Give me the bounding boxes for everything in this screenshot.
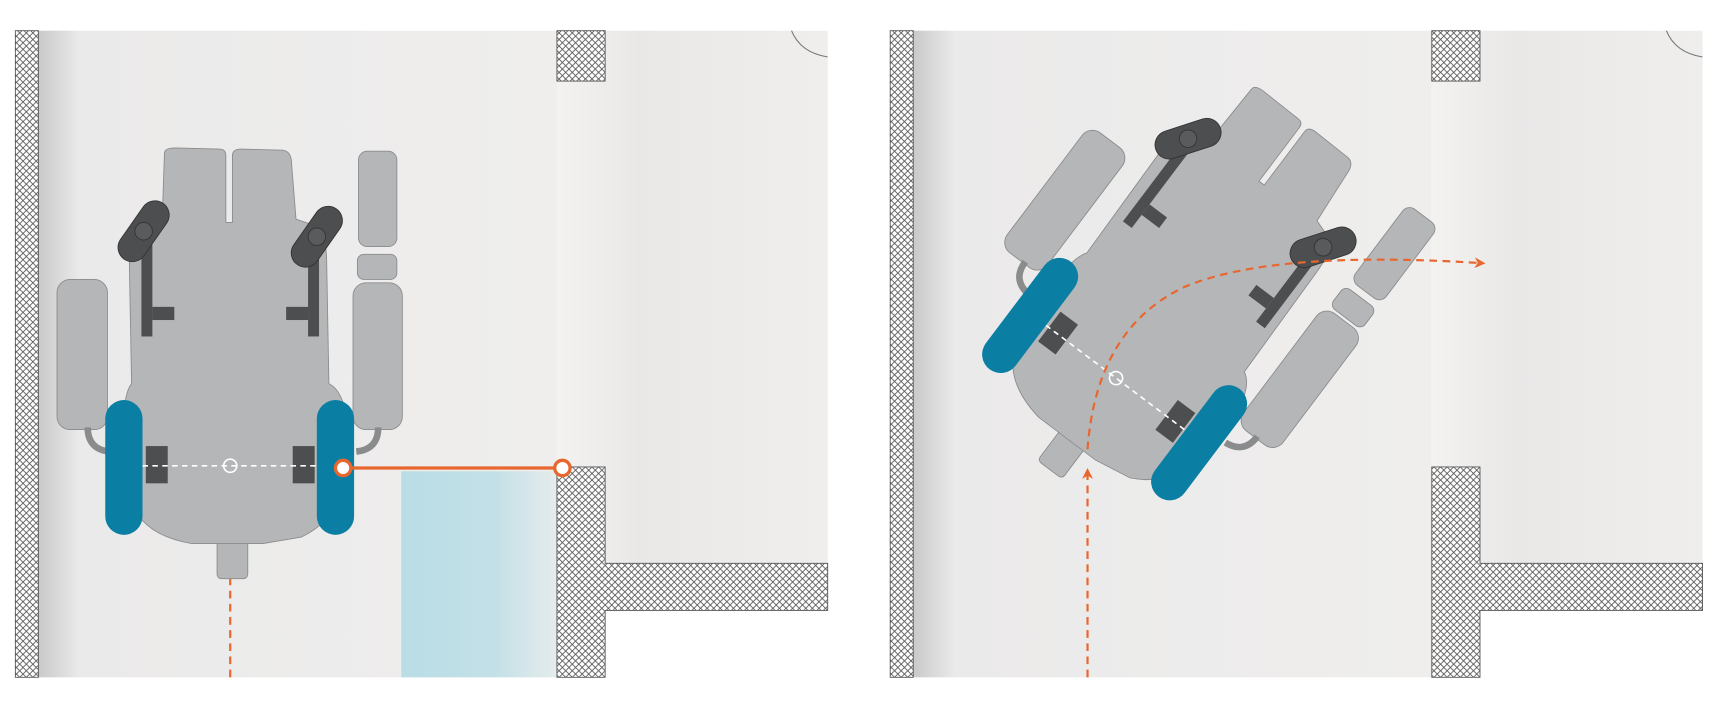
panel-straight-approach: [14, 30, 829, 678]
door-swing-arc: [1665, 30, 1703, 58]
clearance-zone: [401, 471, 557, 678]
wall-corner: [1431, 466, 1703, 678]
wall-pillar-top: [556, 30, 606, 82]
travel-path-turn: [1086, 257, 1486, 450]
wall-left: [14, 30, 39, 678]
door-swing-arc: [791, 30, 828, 58]
panel-turning: [889, 20, 1703, 678]
measure-point-icon: [553, 458, 572, 478]
wall-left: [889, 30, 914, 678]
wall-pillar-top: [1431, 30, 1481, 82]
measure-point-icon: [333, 458, 353, 478]
wall-corner: [556, 466, 829, 678]
